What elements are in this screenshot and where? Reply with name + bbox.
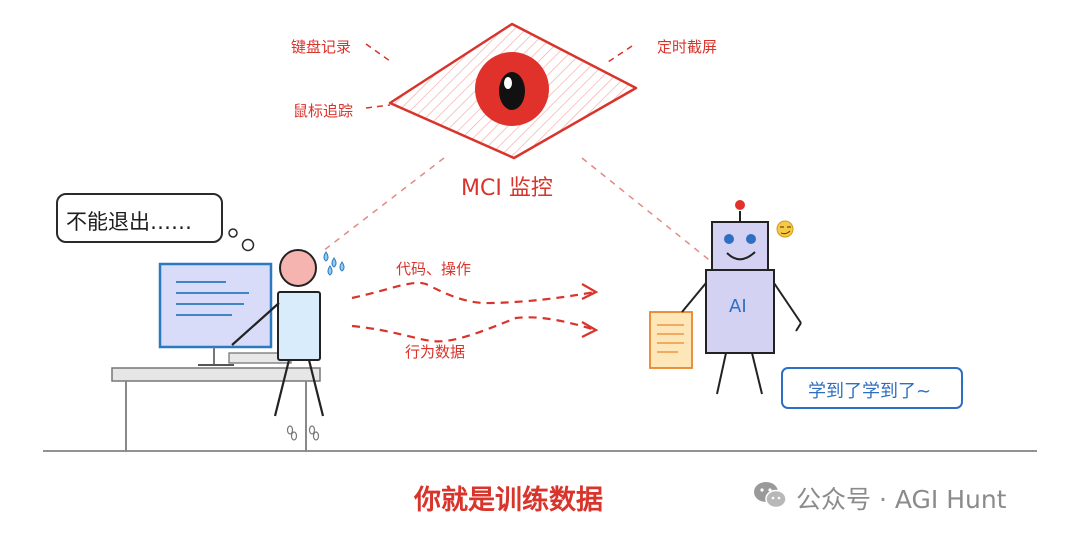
eye-ray-left [322,157,445,252]
scheduled-screenshot-label: 定时截屏 [657,38,718,56]
robot-ai-label: AI [729,296,747,317]
keyboard-logging-label: 键盘记录 [291,38,352,56]
eye-ray-right [581,157,714,264]
keyboard-leader [365,43,391,62]
ai-robot [681,200,802,395]
smirk-emoji-icon [776,220,794,238]
sweat-drops-icon [323,251,345,276]
monitoring-eye [388,22,638,160]
mci-monitoring-title: MCI 监控 [461,176,553,201]
speech-bubble [56,193,255,252]
behavior-data-label: 行为数据 [405,343,466,361]
desk [111,367,321,452]
arrowhead-bottom [581,321,599,338]
data-flow-arrows [351,281,596,343]
mouse-tracking-label: 鼠标追踪 [293,102,354,120]
stick-person [231,249,325,417]
screenshot-leader [604,45,633,65]
robot-speech-text: 学到了学到了~ [808,381,932,402]
mouse-leader [365,104,391,109]
speech-bubble-text: 不能退出…… [66,210,192,234]
arrowhead-top [581,283,599,300]
caption-text: 你就是训练数据 [414,485,603,516]
computer-monitor [158,262,292,366]
watermark-text: 公众号 · AGI Hunt [796,485,1007,514]
wechat-icon [754,482,787,509]
code-operations-label: 代码、操作 [396,260,472,278]
document-paper [649,311,693,369]
chain-icon [286,425,320,441]
robot-speech-box [781,367,963,409]
